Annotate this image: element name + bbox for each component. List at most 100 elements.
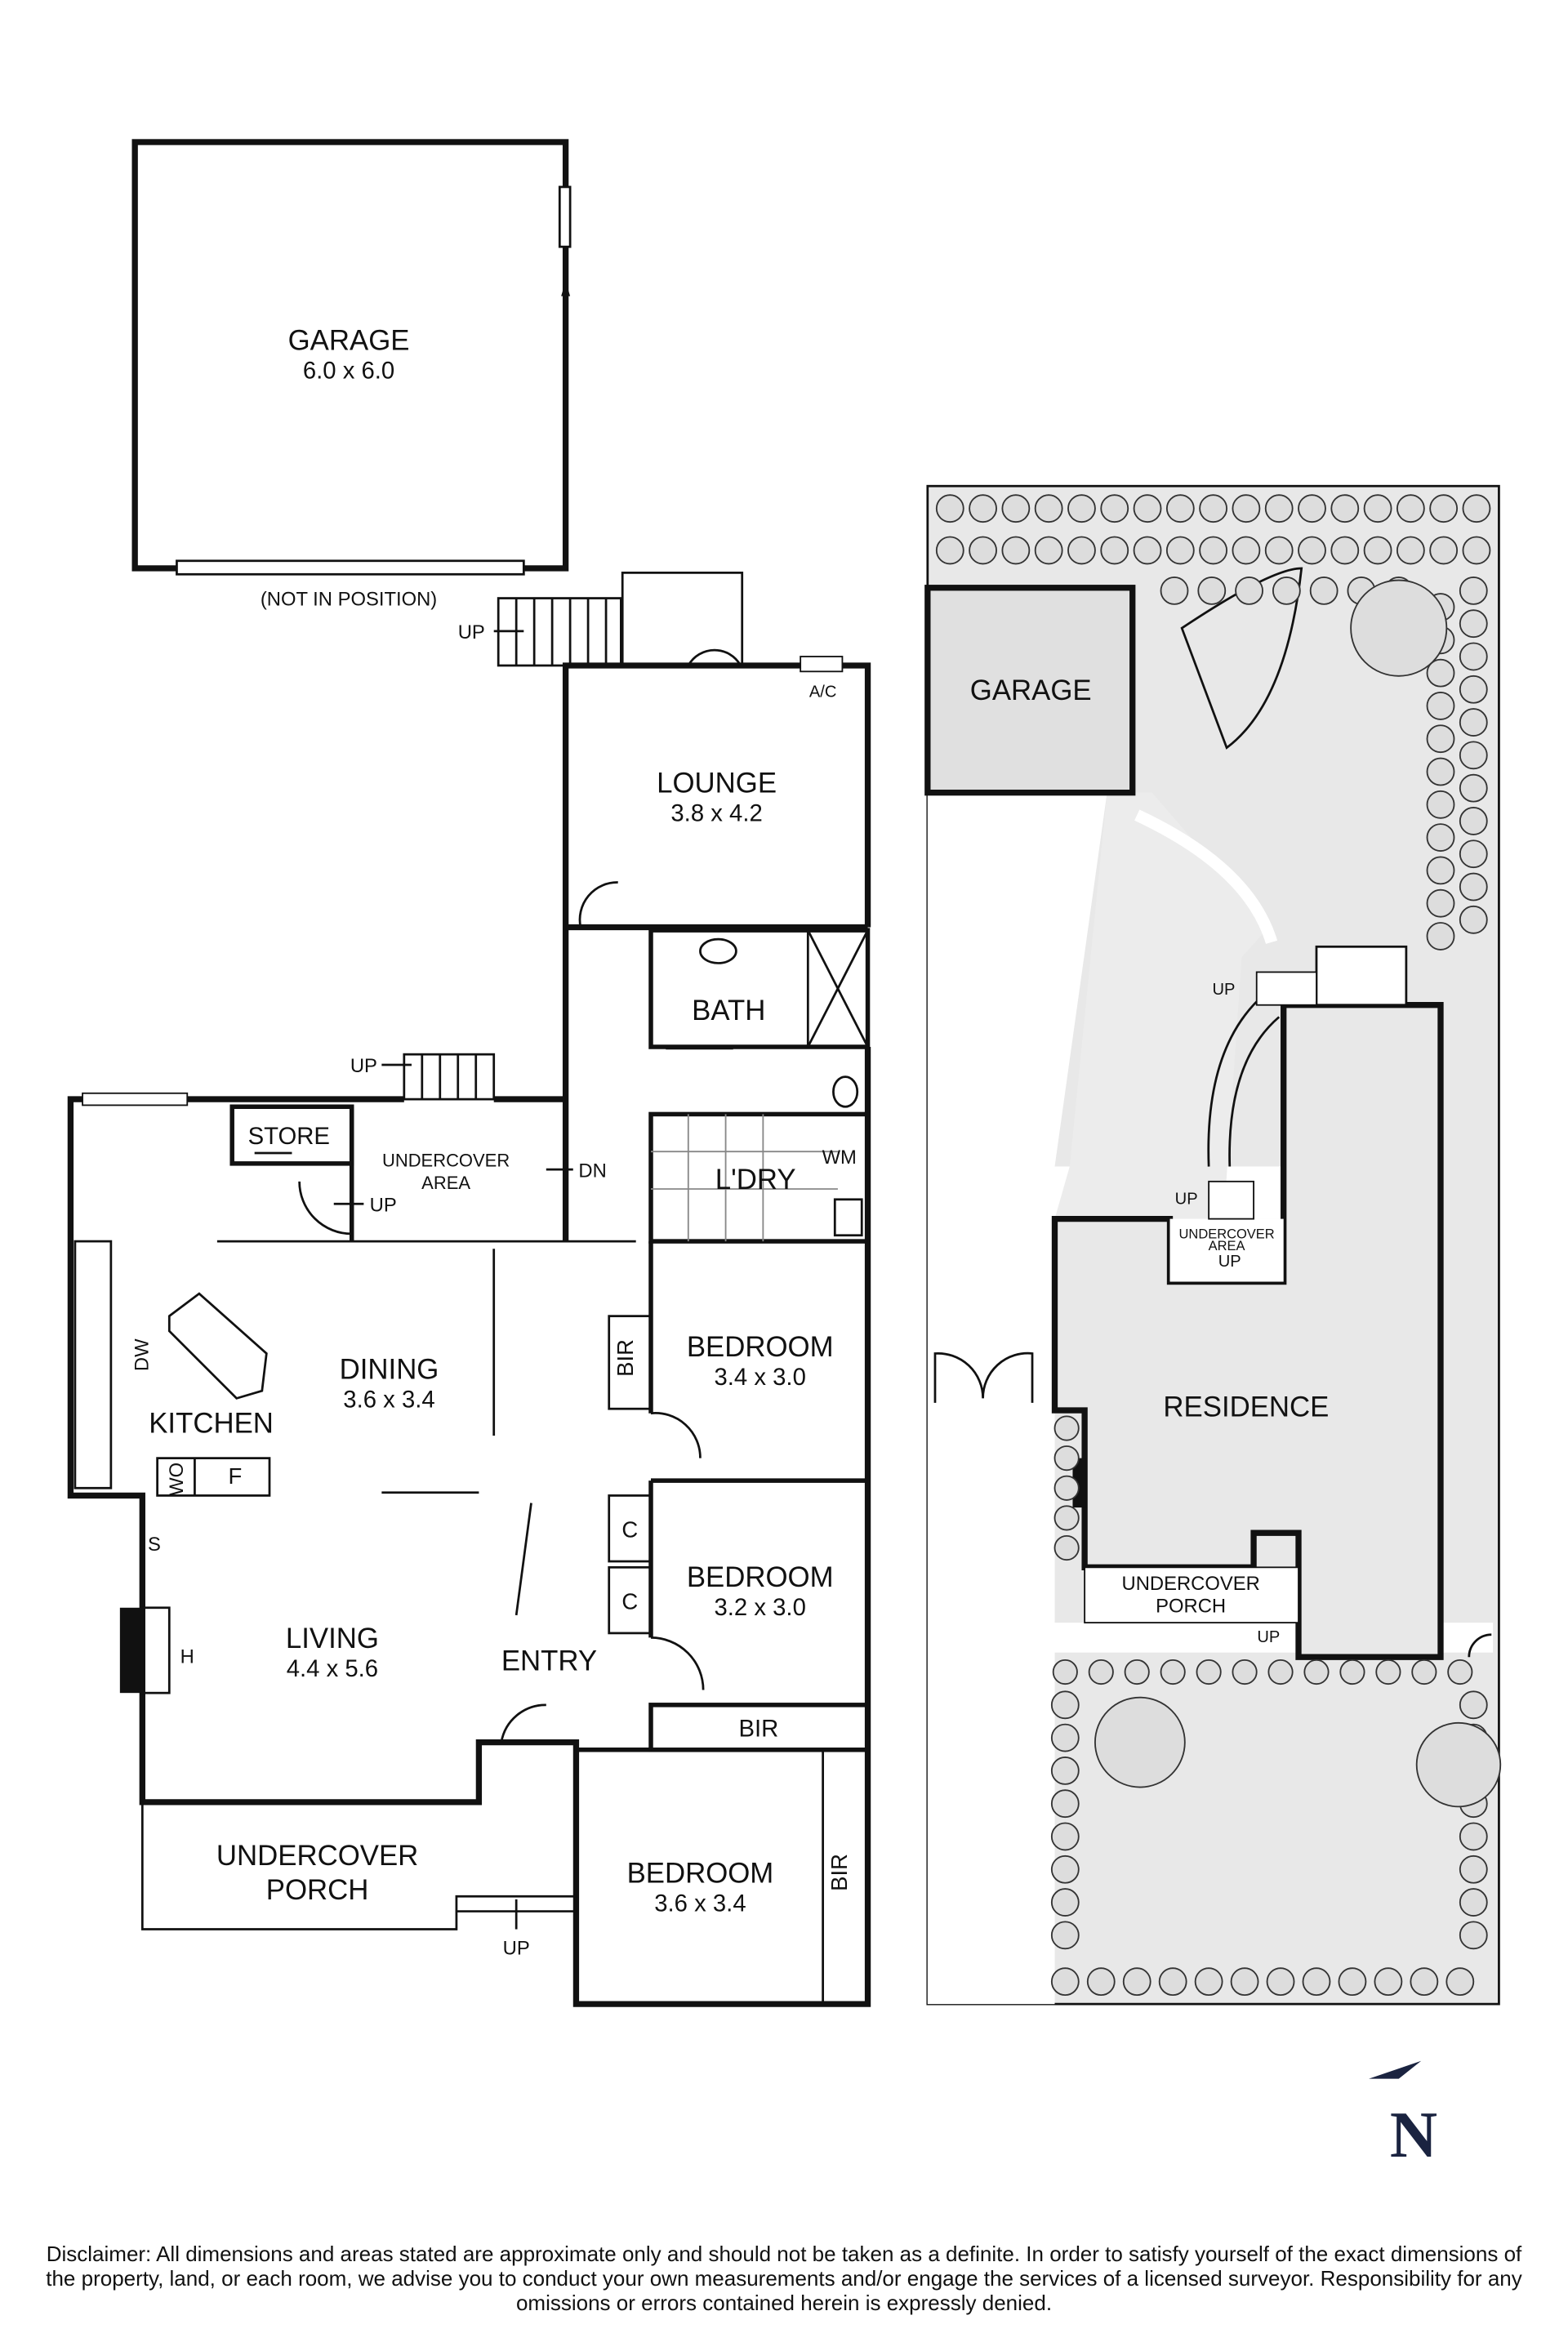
tree-icon — [1426, 724, 1455, 754]
tree-icon — [1067, 536, 1096, 565]
h-label: H — [180, 1646, 194, 1668]
tree-icon — [1459, 708, 1488, 737]
tree-icon — [1050, 1888, 1080, 1917]
tree-icon — [1264, 536, 1294, 565]
undercover-area-label: UNDERCOVER — [382, 1151, 510, 1171]
tree-icon — [1410, 1967, 1439, 1997]
living-dims: 4.4 x 5.6 — [287, 1655, 378, 1682]
tree-icon — [1054, 1445, 1080, 1472]
c-label: C — [621, 1589, 638, 1614]
tree-icon — [1462, 536, 1491, 565]
bath-label: BATH — [692, 995, 765, 1026]
tree-icon — [1426, 790, 1455, 819]
tree-icon — [1001, 536, 1031, 565]
tree-icon — [1330, 536, 1360, 565]
tree-icon — [1088, 1659, 1114, 1685]
tree-icon — [1375, 1659, 1401, 1685]
dw-label: DW — [131, 1338, 154, 1371]
tree-icon — [1459, 839, 1488, 869]
tree-icon — [1160, 577, 1189, 605]
tree-icon — [1459, 1690, 1488, 1720]
tree-icon — [1459, 1822, 1488, 1851]
tree-icon — [1330, 494, 1360, 523]
undercover-area-label-2: AREA — [421, 1173, 470, 1193]
site-porch-label: UNDERCOVER — [1122, 1573, 1260, 1595]
tree-icon — [1459, 905, 1488, 934]
tree-icon — [1298, 536, 1326, 565]
tree-icon — [1459, 1855, 1488, 1884]
c-label: C — [621, 1517, 638, 1543]
tree-icon — [1054, 1505, 1080, 1531]
garage-door — [176, 559, 525, 576]
tree-icon — [1415, 1721, 1502, 1808]
tree-icon — [1396, 536, 1425, 565]
house-floorplan: GARAGE 6.0 x 6.0 (NOT IN POSITION) UP A/… — [67, 139, 871, 2007]
tree-icon — [1309, 577, 1339, 605]
wm-label: WM — [822, 1147, 857, 1169]
tree-icon — [1459, 675, 1488, 704]
tree-icon — [1363, 536, 1392, 565]
tree-icon — [1447, 1659, 1473, 1685]
stairs-top: UP — [458, 597, 622, 667]
residence-label: RESIDENCE — [1163, 1391, 1329, 1423]
tree-icon — [1054, 1534, 1080, 1561]
tree-icon — [1054, 1415, 1080, 1441]
dining-dims: 3.6 x 3.4 — [343, 1386, 434, 1413]
tree-icon — [1272, 577, 1301, 605]
tree-icon — [1462, 494, 1491, 523]
tree-icon — [1426, 692, 1455, 720]
tree-icon — [1122, 1967, 1152, 1997]
tree-icon — [1165, 536, 1195, 565]
tree-icon — [1086, 1967, 1116, 1997]
tree-icon — [1194, 1967, 1223, 1997]
tree-icon — [1350, 579, 1448, 677]
tree-icon — [1459, 1888, 1488, 1917]
tree-icon — [1050, 1967, 1080, 1997]
tree-icon — [1034, 536, 1063, 565]
porch-label-2: PORCH — [266, 1875, 369, 1906]
tree-icon — [969, 536, 997, 565]
bir-label: BIR — [738, 1715, 778, 1742]
up-label: UP — [1218, 1253, 1241, 1271]
stairs-mid: UP — [350, 1053, 496, 1101]
tree-icon — [1235, 577, 1263, 605]
tree-icon — [1459, 1921, 1488, 1950]
tree-icon — [1374, 1967, 1403, 1997]
up-label: UP — [503, 1938, 530, 1960]
s-label: S — [148, 1534, 161, 1556]
site-trees — [935, 494, 1502, 1997]
tree-icon — [1426, 658, 1455, 688]
porch-label: UNDERCOVER — [216, 1841, 418, 1872]
tree-icon — [1133, 494, 1162, 523]
tree-icon — [1054, 1475, 1080, 1501]
tree-icon — [1050, 1855, 1080, 1884]
tree-icon — [1338, 1967, 1367, 1997]
tree-icon — [1034, 494, 1063, 523]
tree-icon — [1199, 494, 1228, 523]
up-label: UP — [370, 1194, 397, 1216]
ac-label: A/C — [809, 683, 837, 701]
garage-window — [558, 185, 572, 248]
north-label: N — [1390, 2099, 1437, 2171]
bedroom1-label: BEDROOM — [687, 1332, 834, 1363]
living-label: LIVING — [286, 1623, 379, 1654]
tree-icon — [1264, 494, 1294, 523]
tree-icon — [1100, 494, 1129, 523]
tree-icon — [1339, 1659, 1365, 1685]
tree-icon — [1426, 856, 1455, 885]
tree-icon — [1001, 494, 1031, 523]
tree-icon — [1459, 642, 1488, 671]
tree-icon — [1160, 1659, 1186, 1685]
tree-icon — [935, 536, 964, 565]
tree-icon — [1094, 1696, 1186, 1788]
tree-icon — [1298, 494, 1326, 523]
dn-label: DN — [578, 1160, 606, 1182]
lounge-label: LOUNGE — [657, 768, 777, 799]
up-label: UP — [350, 1055, 377, 1077]
tree-icon — [1196, 1659, 1222, 1685]
bir-label: BIR — [826, 1854, 852, 1891]
dining-label: DINING — [340, 1355, 439, 1386]
bath-walls — [648, 928, 871, 1049]
up-label: UP — [1257, 1628, 1280, 1646]
